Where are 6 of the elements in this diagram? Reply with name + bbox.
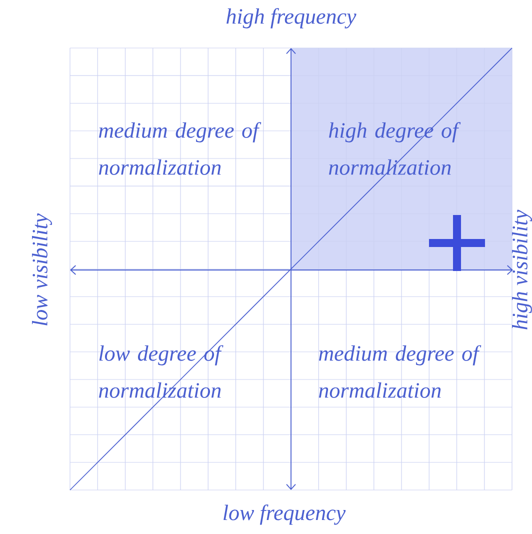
axis-label: high frequency bbox=[226, 8, 356, 28]
quadrant-label: medium degree of normalization bbox=[319, 345, 482, 398]
axis-label: low visibility bbox=[32, 213, 52, 326]
quadrant-label: medium degree of normalization bbox=[98, 122, 262, 175]
axis-label: high visibility bbox=[512, 210, 532, 330]
axis-label: low frequency bbox=[224, 504, 346, 525]
